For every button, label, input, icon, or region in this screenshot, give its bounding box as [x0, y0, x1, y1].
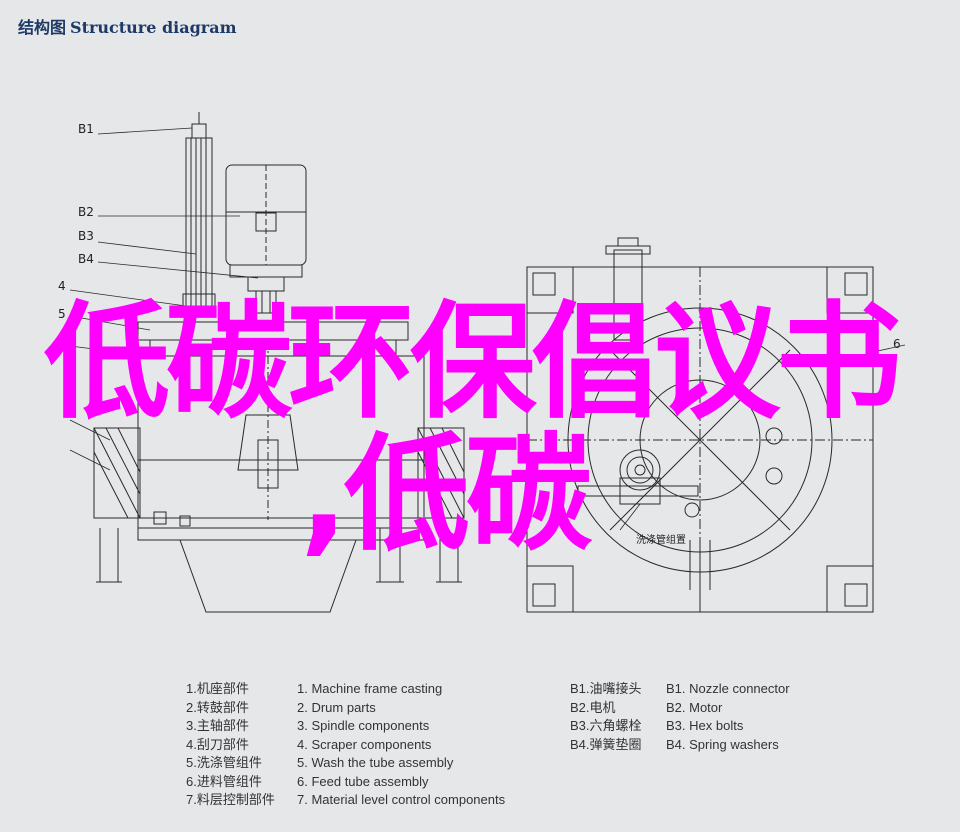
legend-item: B3. Hex bolts: [666, 718, 744, 733]
central-hopper: [153, 340, 357, 613]
legend-item: B4.弹簧垫圈: [570, 736, 642, 752]
legend-item: B2.电机: [570, 699, 616, 715]
legend-item: B3.六角螺栓: [570, 718, 642, 733]
motor-block: [225, 164, 307, 314]
legend-item: 7. Material level control components: [297, 792, 506, 807]
legend-item: 6.进料管组件: [186, 773, 262, 789]
legend-item: B4. Spring washers: [666, 736, 779, 752]
label-b2: B2: [78, 205, 94, 219]
title-cn: 结构图: [18, 18, 67, 37]
structure-drawing: B1 B2 B3 B4 4 5 6 洗涤管组置: [58, 112, 906, 613]
legend-item: 2. Drum parts: [297, 699, 376, 715]
legend-item: 3. Spindle components: [297, 718, 430, 733]
legend-item: 4.刮刀部件: [186, 736, 249, 752]
label-4: 4: [58, 279, 66, 293]
legend-item: 3.主轴部件: [186, 718, 249, 733]
title-en: Structure diagram: [70, 18, 237, 37]
legend-parts-en: 1. Machine frame casting 2. Drum parts 3…: [297, 680, 505, 810]
legend-b-en: B1. Nozzle connector B2. Motor B3. Hex b…: [666, 680, 790, 754]
legend-item: 5. Wash the tube assembly: [297, 755, 454, 770]
legend-item: 5.洗涤管组件: [186, 755, 262, 770]
machine-frame: [93, 321, 465, 583]
label-b3: B3: [78, 229, 94, 243]
leader-lines: [69, 127, 259, 471]
label-6: 6: [893, 337, 901, 351]
top-view: [526, 237, 906, 613]
legend-item: 7.料层控制部件: [186, 792, 275, 807]
legend-b-cn: B1.油嘴接头 B2.电机 B3.六角螺栓 B4.弹簧垫圈: [570, 680, 642, 754]
parts-legend: 1.机座部件 2.转鼓部件 3.主轴部件 4.刮刀部件 5.洗涤管组件 6.进料…: [0, 680, 960, 820]
label-b4: B4: [78, 252, 94, 266]
legend-item: B1. Nozzle connector: [666, 681, 790, 696]
legend-item: B1.油嘴接头: [570, 681, 642, 696]
legend-parts-cn: 1.机座部件 2.转鼓部件 3.主轴部件 4.刮刀部件 5.洗涤管组件 6.进料…: [186, 680, 275, 810]
shaft-column: [182, 112, 216, 309]
legend-item: 1.机座部件: [186, 681, 249, 696]
legend-item: 1. Machine frame casting: [297, 681, 443, 696]
legend-item: B2. Motor: [666, 699, 723, 715]
label-b1: B1: [78, 122, 94, 136]
label-wash: 洗涤管组置: [636, 533, 686, 546]
label-5: 5: [58, 307, 66, 321]
legend-item: 2.转鼓部件: [186, 699, 249, 715]
legend-item: 6. Feed tube assembly: [297, 773, 429, 789]
legend-item: 4. Scraper components: [297, 736, 432, 752]
